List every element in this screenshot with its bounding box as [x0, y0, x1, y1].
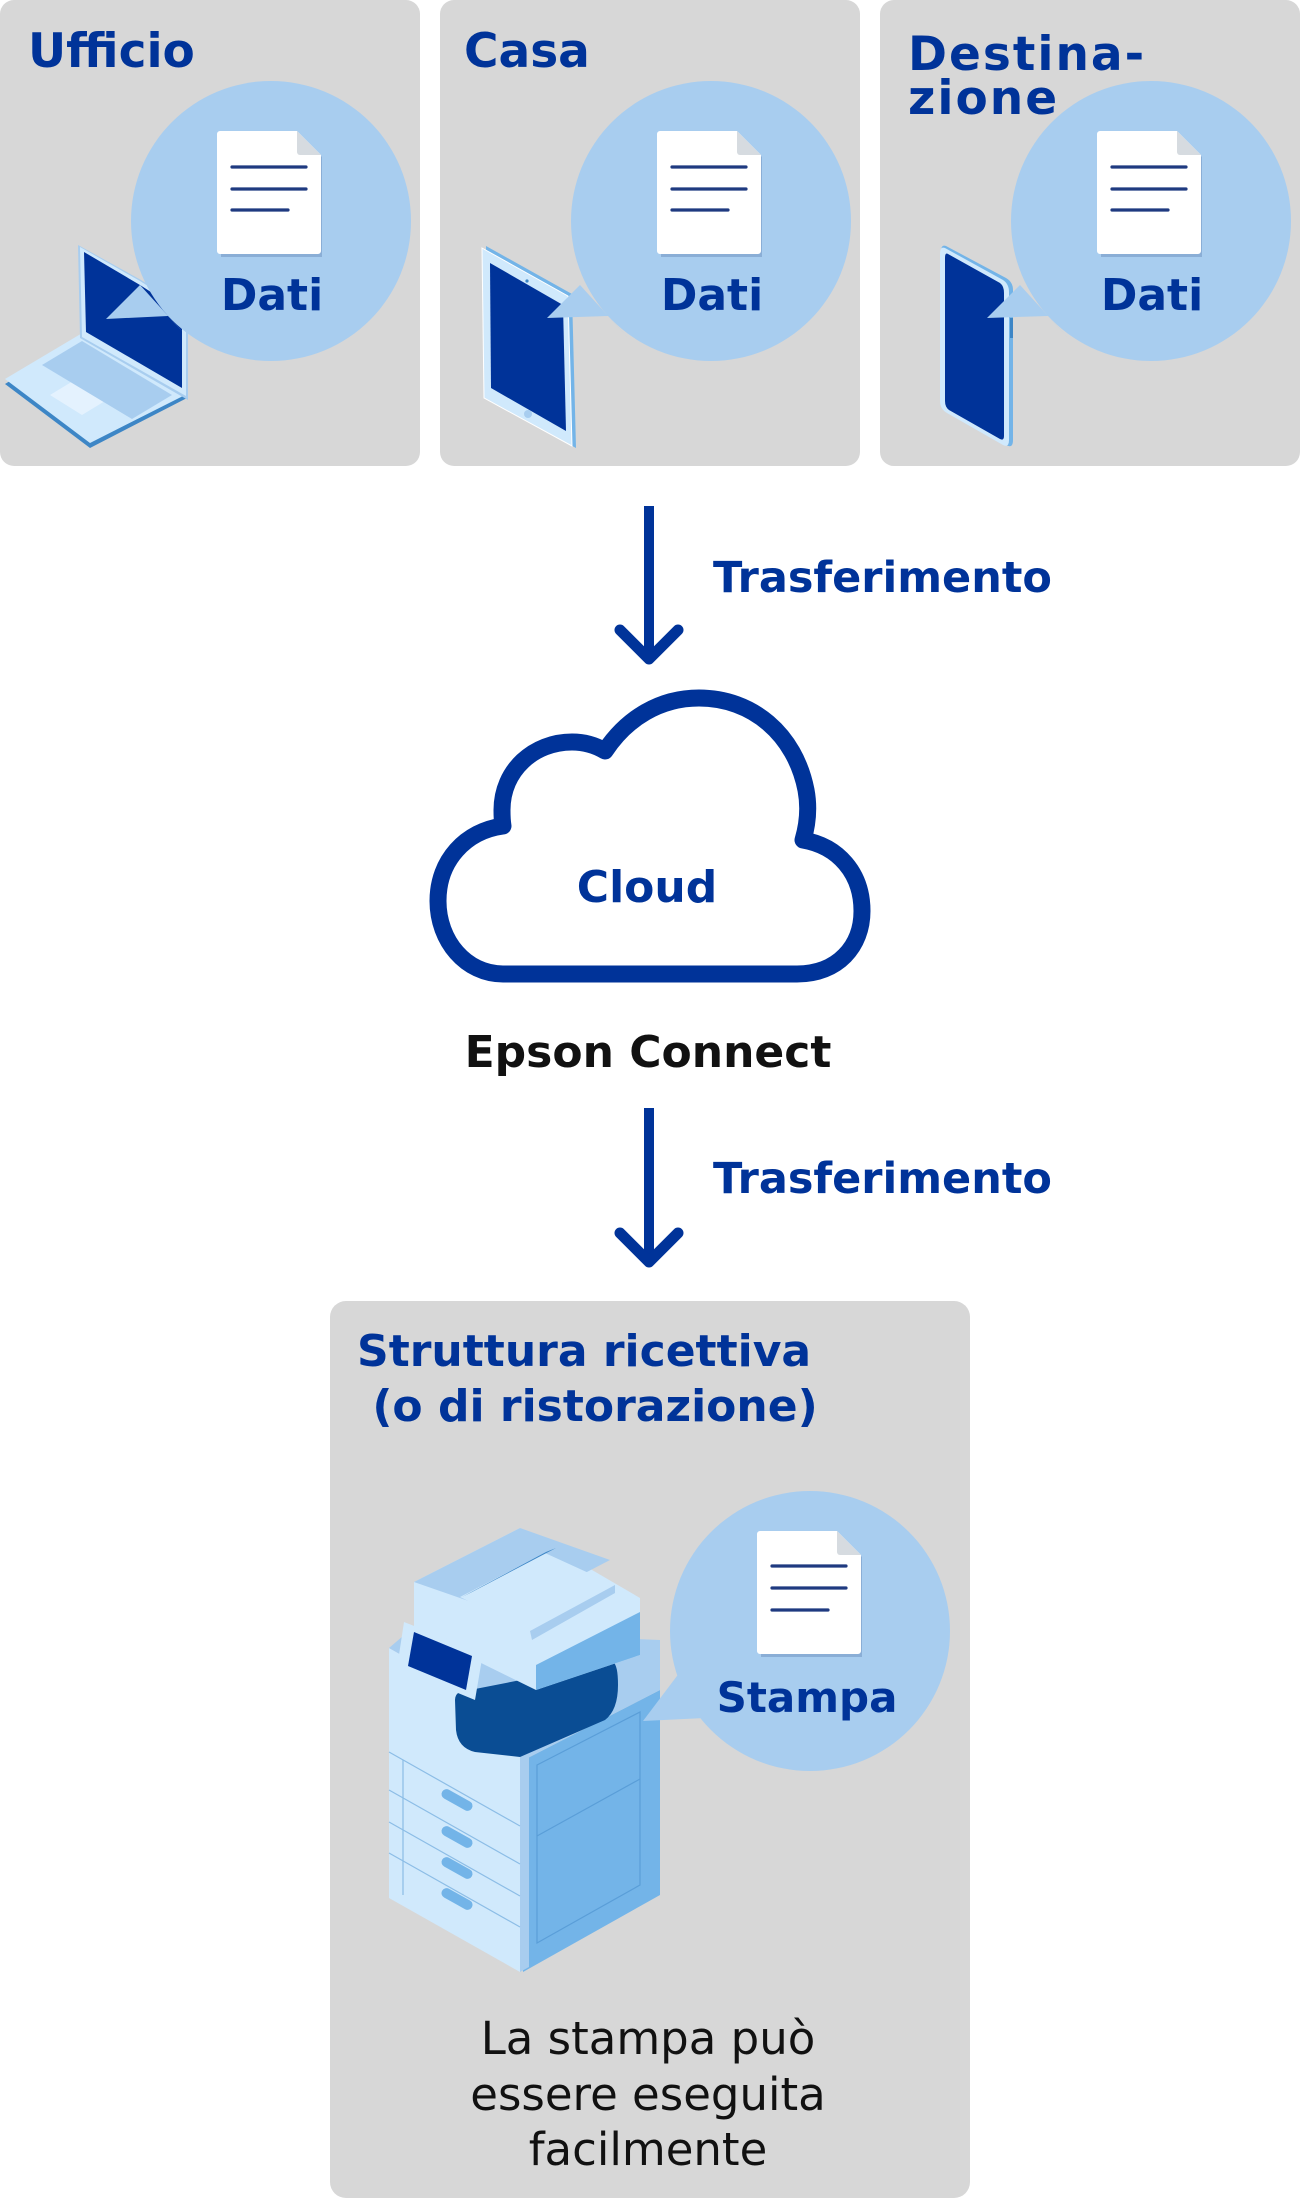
bubble-label: Dati	[661, 270, 763, 321]
cloud-icon	[429, 689, 871, 983]
caption-line-2: essere eseguita	[470, 2068, 825, 2121]
transfer-label: Trasferimento	[713, 1154, 1052, 1204]
panel-title-line-2: zione	[908, 71, 1059, 126]
source-panel-office: Ufficio	[0, 0, 420, 466]
arrow-down-icon	[614, 506, 684, 665]
panel-title-line-1: Destina-	[908, 27, 1146, 82]
panel-title: Casa	[464, 24, 590, 79]
document-icon	[1097, 131, 1202, 257]
source-panel-destination: Destina- zione Dati	[880, 0, 1300, 466]
panel-title-line-1: Struttura ricettiva	[357, 1326, 811, 1377]
document-icon	[757, 1531, 862, 1657]
speech-bubble: Dati	[106, 81, 411, 361]
bubble-label: Dati	[221, 270, 323, 321]
panel-title: Ufficio	[28, 24, 195, 79]
cloud-service: Cloud Epson Connect	[429, 689, 871, 1078]
panel-title-line-2: (o di ristorazione)	[357, 1381, 818, 1432]
speech-bubble: Dati	[547, 81, 851, 361]
arrow-down-icon	[614, 1108, 684, 1268]
speech-bubble: Dati	[987, 81, 1291, 361]
tablet-icon	[481, 246, 576, 448]
source-panel-home: Casa Dati	[440, 0, 860, 466]
transfer-step-download: Trasferimento	[614, 1108, 1052, 1268]
transfer-step-upload: Trasferimento	[614, 506, 1052, 665]
speech-bubble: Stampa	[643, 1491, 950, 1771]
bubble-label: Dati	[1101, 270, 1203, 321]
destination-panel: Struttura ricettiva (o di ristorazione)	[330, 1301, 970, 2198]
caption-line-1: La stampa può	[481, 2012, 816, 2065]
caption-line-3: facilmente	[529, 2123, 768, 2176]
document-icon	[217, 131, 322, 257]
cloud-label: Cloud	[577, 862, 717, 913]
smartphone-icon	[940, 245, 1013, 447]
service-name: Epson Connect	[465, 1027, 832, 1078]
laptop-icon	[5, 245, 188, 448]
printer-icon	[388, 1528, 660, 1972]
document-icon	[657, 131, 762, 257]
transfer-label: Trasferimento	[713, 553, 1052, 603]
bubble-label: Stampa	[717, 1673, 898, 1722]
